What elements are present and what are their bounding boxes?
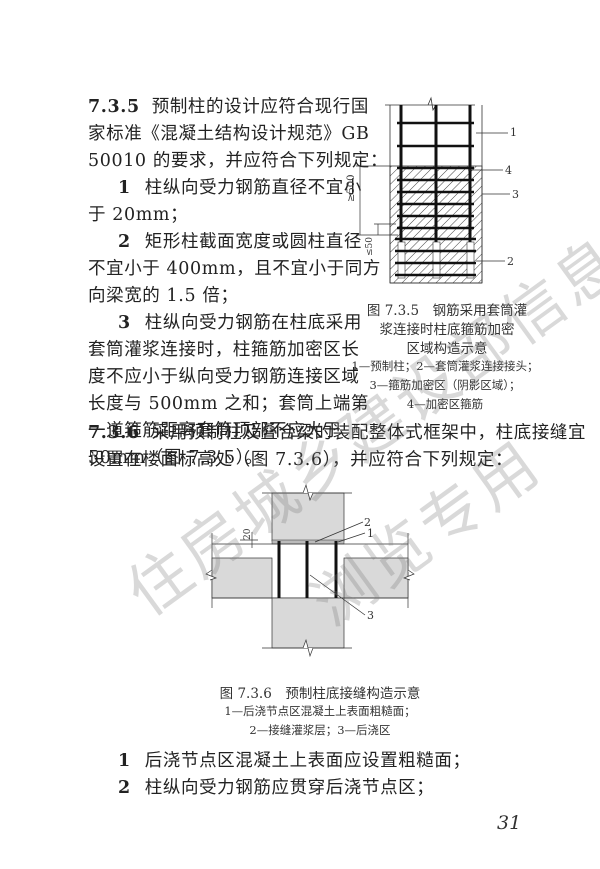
item-text: 柱纵向受力钢筋在柱底采用 xyxy=(144,313,362,333)
item-text: 后浇节点区混凝土上表面应设置粗糙面； xyxy=(144,751,471,771)
label-1: 1 xyxy=(367,527,374,540)
item-1-line-2: 于 20mm； xyxy=(88,205,189,225)
label-3: 3 xyxy=(512,188,519,201)
clause-text: 预制柱的设计应符合现行国 xyxy=(151,97,369,117)
figure-735-legend-line-3: 4—加密区箍筋 xyxy=(406,397,484,411)
clause-736-item-2: 2 柱纵向受力钢筋应贯穿后浇节点区； xyxy=(118,778,434,798)
figure-735-diagram: ≥500 ≤50 1 4 3 2 xyxy=(346,96,519,284)
label-2: 2 xyxy=(507,255,514,268)
clause-736-line-1: 7.3.6 采用预制柱及叠合梁的装配整体式框架中，柱底接缝宜 xyxy=(88,423,586,443)
item-2-line-3: 向梁宽的 1.5 倍； xyxy=(88,286,239,306)
item-number: 1 xyxy=(118,178,131,198)
label-2: 2 xyxy=(364,516,371,529)
item-3-line-4: 长度与 500mm 之和；套筒上端第 xyxy=(88,394,370,414)
item-number: 3 xyxy=(118,313,131,333)
item-2-line-2: 不宜小于 400mm，且不宜小于同方 xyxy=(88,259,381,279)
page-number: 31 xyxy=(497,812,522,834)
item-3-line-3: 度不应小于纵向受力钢筋连接区域 xyxy=(88,367,360,387)
figure-736-legend-line-1: 1—后浇节点区混凝土上表面粗糙面； xyxy=(224,704,416,718)
clause-number: 7.3.6 xyxy=(88,423,140,443)
item-text: 柱纵向受力钢筋直径不宜小 xyxy=(144,178,362,198)
figure-735-legend-line-2: 3—箍筋加密区（阴影区域）； xyxy=(369,378,521,392)
figure-736-diagram: 2 1 3 20 xyxy=(205,483,415,658)
figure-736-legend-line-2: 2—接缝灌浆层；3—后浇区 xyxy=(249,723,391,737)
clause-text: 采用预制柱及叠合梁的装配整体式框架中，柱底接缝宜 xyxy=(151,423,587,443)
figure-735-legend-line-1: 1—预制柱；2—套筒灌浆连接接头； xyxy=(351,359,539,373)
item-3-line-5: 一道箍筋距离套筒顶部不应大于 xyxy=(88,421,342,441)
item-2-line-1: 2 矩形柱截面宽度或圆柱直径 xyxy=(118,232,362,252)
clause-735-line-3: 50010 的要求，并应符合下列规定： xyxy=(88,151,389,171)
item-1-line-1: 1 柱纵向受力钢筋直径不宜小 xyxy=(118,178,362,198)
clause-736-item-1: 1 后浇节点区混凝土上表面应设置粗糙面； xyxy=(118,751,471,771)
item-number: 2 xyxy=(118,778,131,798)
dim-label-500: ≥500 xyxy=(346,175,357,202)
figure-735-title-line-1: 图 7.3.5 钢筋采用套筒灌 xyxy=(366,303,528,319)
item-text: 矩形柱截面宽度或圆柱直径 xyxy=(144,232,362,252)
clause-735-line-1: 7.3.5 预制柱的设计应符合现行国 xyxy=(88,97,369,117)
item-3-line-2: 套筒灌浆连接时，柱箍筋加密区长 xyxy=(88,340,360,360)
label-1: 1 xyxy=(510,126,517,139)
clause-735-line-2: 家标准《混凝土结构设计规范》GB xyxy=(88,124,370,144)
dim-label-20: 20 xyxy=(243,528,253,540)
label-3: 3 xyxy=(367,609,374,622)
item-3-line-1: 3 柱纵向受力钢筋在柱底采用 xyxy=(118,313,362,333)
figure-735-title-line-2: 浆连接时柱底箍筋加密 xyxy=(379,322,515,338)
figure-736-title: 图 7.3.6 预制柱底接缝构造示意 xyxy=(219,686,421,702)
label-4: 4 xyxy=(505,164,512,177)
clause-number: 7.3.5 xyxy=(88,97,140,117)
item-3-line-6: 50mm（图 7.3.5）。 xyxy=(88,448,264,468)
item-text: 柱纵向受力钢筋应贯穿后浇节点区； xyxy=(144,778,435,798)
figure-735-title-line-3: 区域构造示意 xyxy=(406,341,488,357)
clause-736-line-2: 设置在楼面标高处（图 7.3.6），并应符合下列规定： xyxy=(88,450,514,470)
dim-label-50: ≤50 xyxy=(365,237,375,256)
item-number: 1 xyxy=(118,751,131,771)
item-number: 2 xyxy=(118,232,131,252)
